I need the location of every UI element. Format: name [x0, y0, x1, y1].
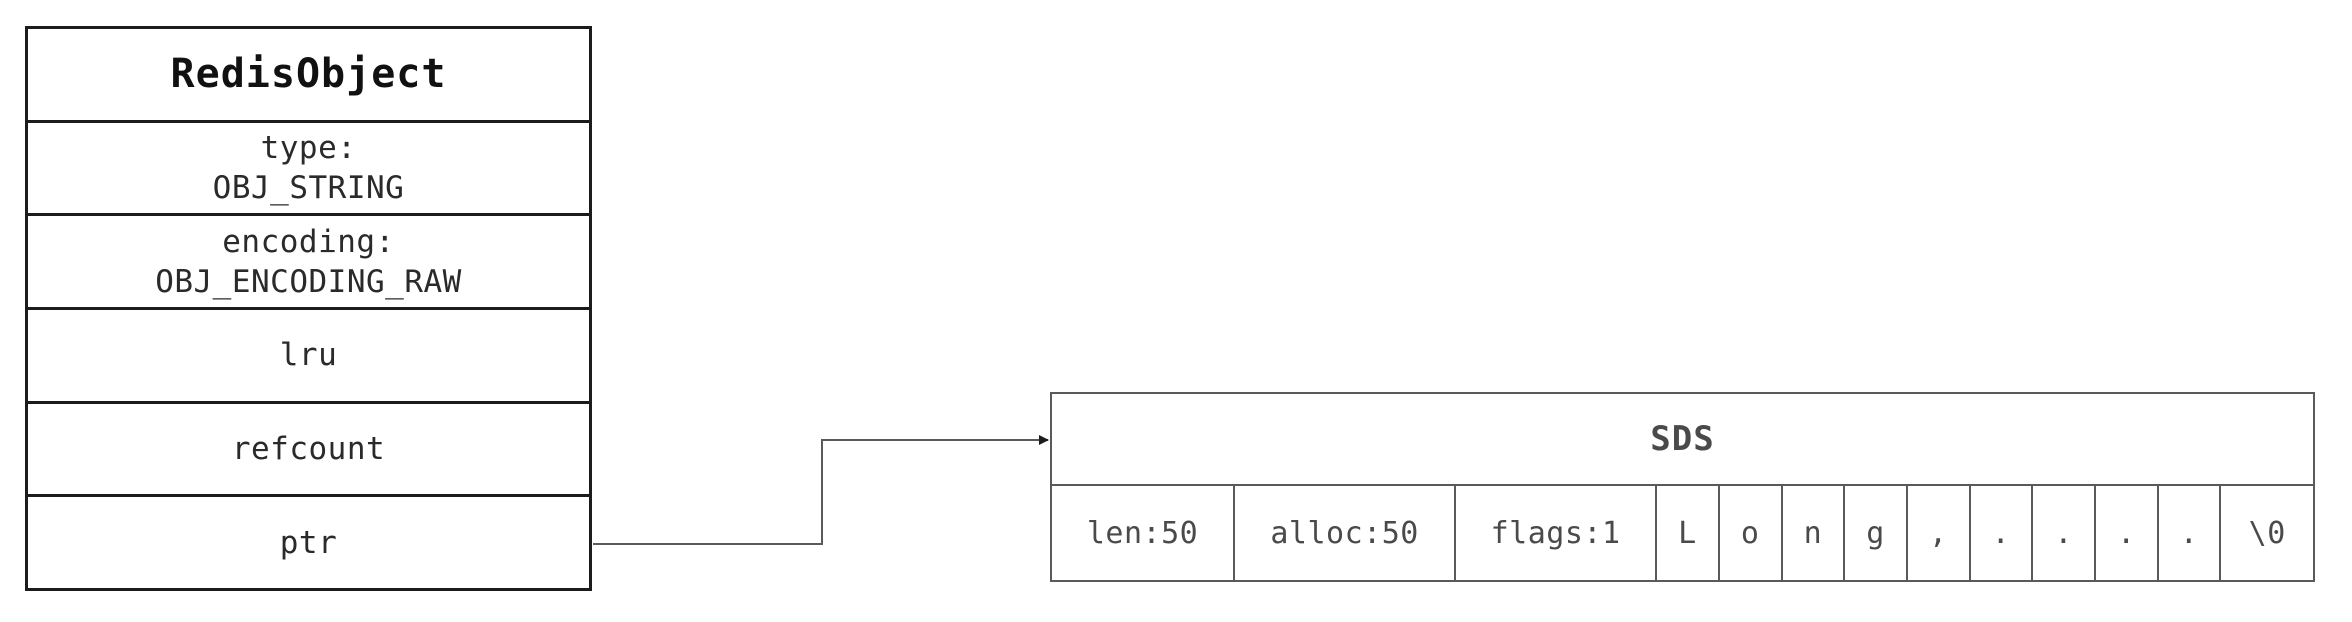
- field-type-label: type:: [260, 130, 357, 166]
- sds-char-cell: ,: [1905, 486, 1969, 580]
- redis-object-title: RedisObject: [170, 51, 447, 98]
- sds-terminator-cell: \0: [2219, 486, 2313, 580]
- field-lru-label: lru: [279, 337, 338, 374]
- field-type-value: OBJ_STRING: [212, 170, 405, 206]
- sds-char-cell: .: [1968, 486, 2032, 580]
- sds-char-cell: g: [1843, 486, 1906, 580]
- field-refcount-label: refcount: [231, 431, 386, 468]
- redis-object-box: RedisObject type: OBJ_STRING encoding: O…: [25, 26, 592, 591]
- redis-object-header: RedisObject: [28, 29, 589, 120]
- sds-char-cell: n: [1780, 486, 1844, 580]
- sds-char-cell: o: [1717, 486, 1781, 580]
- field-ptr-label: ptr: [279, 524, 338, 561]
- sds-cells: len:50 alloc:50 flags:1 L o n g , . . . …: [1052, 486, 2313, 580]
- sds-flags-cell: flags:1: [1454, 486, 1655, 580]
- sds-title: SDS: [1650, 419, 1715, 459]
- field-encoding: encoding: OBJ_ENCODING_RAW: [28, 213, 589, 307]
- sds-header: SDS: [1052, 394, 2313, 486]
- sds-char-cell: .: [2094, 486, 2157, 580]
- field-type: type: OBJ_STRING: [28, 119, 589, 214]
- sds-box: SDS len:50 alloc:50 flags:1 L o n g , . …: [1050, 392, 2315, 582]
- field-lru: lru: [28, 307, 589, 401]
- field-encoding-label: encoding:: [222, 223, 395, 260]
- field-encoding-value: OBJ_ENCODING_RAW: [155, 263, 462, 300]
- sds-len-cell: len:50: [1086, 515, 1199, 551]
- sds-char-cell: .: [2031, 486, 2094, 580]
- sds-char-cell: .: [2156, 486, 2220, 580]
- field-refcount: refcount: [28, 400, 589, 495]
- sds-char-cell: L: [1655, 486, 1718, 580]
- field-ptr: ptr: [28, 494, 589, 588]
- ptr-arrow-line: [593, 435, 1049, 545]
- sds-alloc-cell: alloc:50: [1233, 486, 1454, 580]
